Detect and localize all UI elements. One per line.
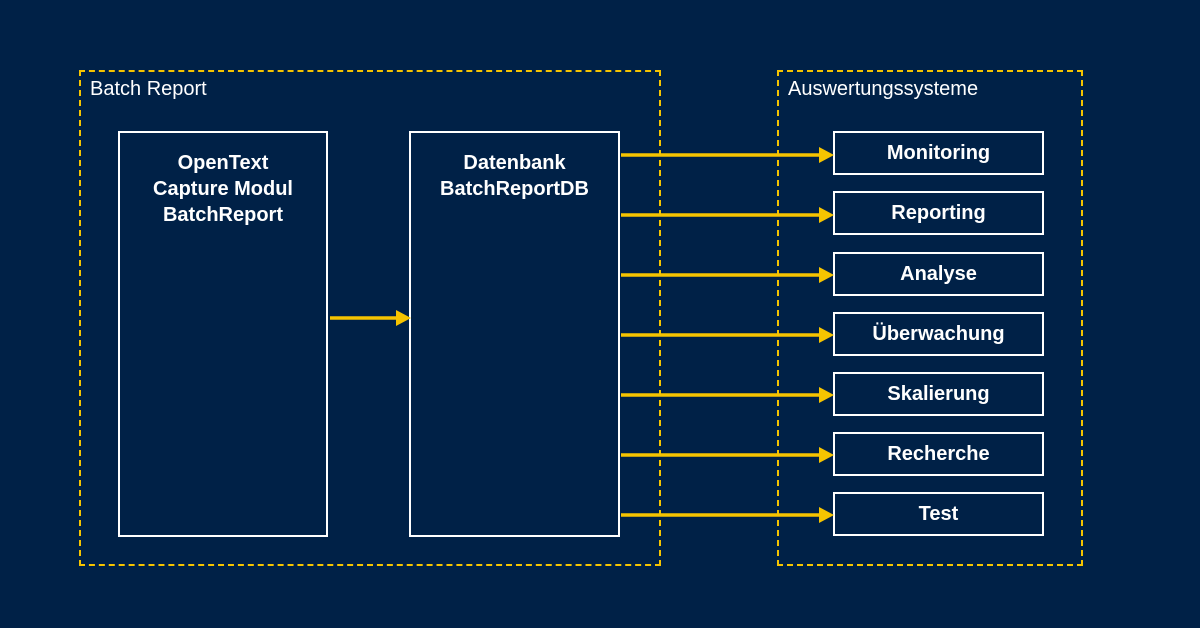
database-node: Datenbank BatchReportDB [409,131,620,537]
source-node-line: BatchReport [162,204,283,226]
target-node-reporting: Reporting [833,191,1044,235]
target-node-ueberwachung: Überwachung [833,312,1044,356]
target-node-analyse: Analyse [833,252,1044,296]
source-node-line: OpenText [177,152,269,174]
target-node-test: Test [833,492,1044,536]
target-node-skalierung: Skalierung [833,372,1044,416]
target-node-label: Skalierung [887,382,990,405]
group-label-auswertungssysteme: Auswertungssysteme [788,78,979,100]
group-auswertungssysteme: Auswertungssysteme [777,70,1083,566]
source-node-line: Capture Modul [153,178,293,200]
target-node-label: Analyse [900,262,977,285]
database-node-line: Datenbank [463,152,566,174]
group-label-batch-report: Batch Report [90,78,207,100]
target-node-label: Monitoring [886,141,991,164]
target-node-monitoring: Monitoring [833,131,1044,175]
group-batch-report: Batch Report [79,70,661,566]
target-node-label: Test [918,502,959,525]
target-node-label: Recherche [887,442,990,465]
database-node-line: BatchReportDB [440,178,589,200]
target-node-recherche: Recherche [833,432,1044,476]
target-node-label: Reporting [891,201,986,224]
source-node-opentext: OpenText Capture Modul BatchReport [118,131,328,537]
target-node-label: Überwachung [872,322,1005,345]
